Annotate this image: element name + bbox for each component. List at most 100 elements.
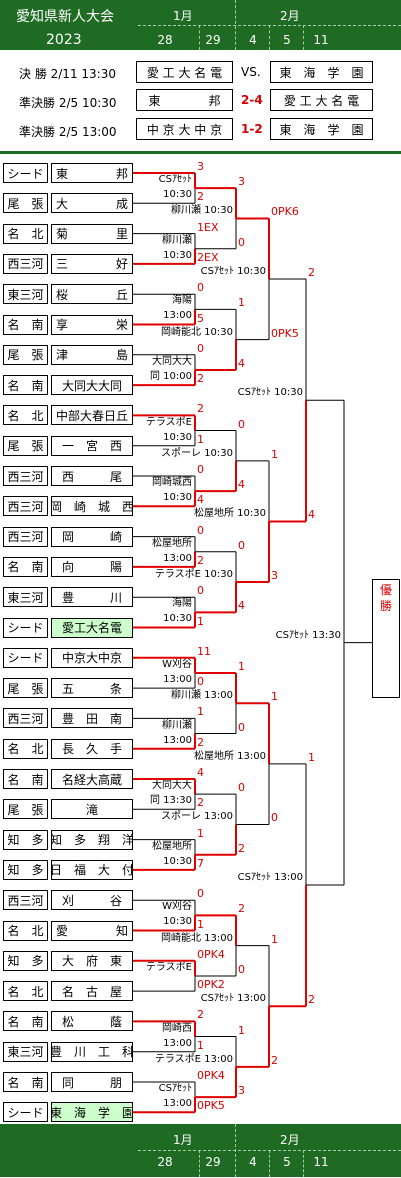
champion-label: 優勝 (380, 583, 393, 613)
team-name-box: 岡 崎 城 西 (51, 496, 133, 517)
match-venue: 海陽 (172, 295, 192, 307)
score-top: 11 (197, 644, 211, 658)
score-bottom: 0 (271, 811, 278, 825)
header-divider (303, 25, 304, 50)
header-divider (235, 1124, 236, 1177)
date-label: 5 (283, 33, 291, 47)
team-name-box: 中京大中京 (51, 647, 133, 668)
team-region-box: 名 北 (3, 405, 48, 426)
date-label: 4 (249, 1155, 257, 1169)
team-region-box: 名 北 (3, 981, 48, 1002)
semi1-score: 2-4 (241, 93, 263, 107)
match-time: 10:30 (163, 249, 192, 261)
match-venue-time: テラスポE 13:00 (154, 1053, 233, 1065)
score-top: 2 (197, 402, 204, 416)
semi1-team-b: 愛 工 大 名 電 (270, 89, 373, 111)
team-name-box: 桜 丘 (51, 284, 133, 305)
header-divider (269, 1150, 270, 1177)
team-region-box: 名 北 (3, 920, 48, 941)
top-header: 愛知県新人大会 2023 1月 2月 28 29 4 5 11 (0, 0, 401, 50)
score-bottom: 4 (238, 356, 245, 370)
team-region-box: 尾 張 (3, 435, 48, 456)
match-time: 13:00 (163, 673, 192, 685)
date-label: 11 (313, 1155, 329, 1169)
match-venue: CSｱｾｯﾄ (158, 1083, 192, 1095)
tournament-title: 愛知県新人大会 (16, 9, 114, 25)
score-top: 3 (197, 160, 204, 173)
score-top: 2 (238, 902, 245, 916)
match-venue: W刈谷 (162, 658, 192, 670)
date-label: 4 (249, 33, 257, 47)
final-team-b: 東 海 学 園 (270, 61, 373, 83)
team-name-box: 豊 川 工 科 (51, 1041, 133, 1062)
score-top: 1 (238, 659, 245, 673)
team-region-box: シード (3, 1102, 48, 1123)
team-name-box: 五 条 (51, 678, 133, 699)
team-region-box: 名 南 (3, 769, 48, 789)
score-top: 4 (197, 766, 204, 779)
score-bottom: 0PK5 (271, 326, 299, 340)
score-top: 1 (308, 750, 315, 764)
score-bottom: 3 (238, 1084, 245, 1098)
team-name-box: 大同大大同 (51, 375, 133, 396)
team-name-box: 豊 田 南 (51, 708, 133, 729)
team-name-box: 愛 知 (51, 920, 133, 941)
team-region-box: シード (3, 647, 48, 668)
month-label-1: 1月 (173, 9, 193, 23)
score-top: 2 (197, 1008, 204, 1022)
score-top: 0PK6 (271, 205, 299, 219)
match-venue-time: 松屋地所 10:30 (194, 508, 266, 520)
header-divider (303, 1150, 304, 1177)
score-bottom: 0 (238, 720, 245, 734)
match-venue-time: CSｱｾｯﾄ 10:30 (200, 266, 266, 278)
score-top: 2 (308, 266, 315, 280)
semi1-team-a: 東 邦 (136, 89, 233, 111)
score-top: 0 (238, 538, 245, 552)
score-bottom: 1 (197, 1038, 204, 1052)
score-top: 0 (197, 584, 204, 598)
team-region-box: 西三河 (3, 253, 48, 274)
team-name-box: 西 尾 (51, 466, 133, 486)
header-divider (199, 1150, 200, 1177)
team-name-box: 三 好 (51, 253, 133, 274)
team-name-box: 日 福 大 付 (51, 859, 133, 880)
score-bottom: 2 (197, 190, 204, 204)
score-top: 1 (238, 296, 245, 310)
match-time: 10:30 (163, 431, 192, 443)
team-region-box: 東三河 (3, 284, 48, 305)
match-time: 13:00 (163, 552, 192, 564)
team-region-box: 名 北 (3, 223, 48, 244)
score-top: 0 (197, 341, 204, 355)
match-venue-time: CSｱｾｯﾄ 10:30 (237, 387, 303, 399)
score-bottom: 3 (271, 569, 278, 583)
team-name-box: 刈 谷 (51, 890, 133, 911)
month-label-2: 2月 (280, 1133, 300, 1147)
score-top: 0 (238, 781, 245, 795)
score-top: 1 (238, 1023, 245, 1037)
team-region-box: 尾 張 (3, 678, 48, 699)
semi1-match-label: 準決勝 2/5 10:30 (19, 96, 117, 110)
team-name-box: 松 蔭 (51, 1011, 133, 1032)
score-bottom: 2 (308, 993, 315, 1007)
team-region-box: 知 多 (3, 950, 48, 971)
team-name-box: 東 邦 (51, 163, 133, 183)
score-bottom: 2 (197, 735, 204, 749)
team-name-box: 愛工大名電 (51, 617, 133, 638)
score-bottom: 0 (197, 675, 204, 689)
score-bottom: 2 (197, 553, 204, 567)
team-region-box: 名 南 (3, 1072, 48, 1092)
team-name-box: 菊 里 (51, 223, 133, 244)
team-region-box: シード (3, 617, 48, 638)
team-region-box: 知 多 (3, 829, 48, 850)
match-venue: 海陽 (172, 598, 192, 610)
bottom-header: 1月 2月 28 29 4 5 11 (0, 1124, 401, 1177)
score-bottom: 4 (197, 493, 204, 507)
date-label: 28 (157, 33, 173, 47)
score-bottom: 4 (238, 478, 245, 492)
match-venue-time: 松屋地所 13:00 (194, 750, 266, 762)
header-divider (269, 25, 270, 50)
team-name-box: 岡 崎 (51, 526, 133, 547)
team-region-box: 西三河 (3, 496, 48, 517)
score-bottom: 4 (308, 508, 315, 522)
